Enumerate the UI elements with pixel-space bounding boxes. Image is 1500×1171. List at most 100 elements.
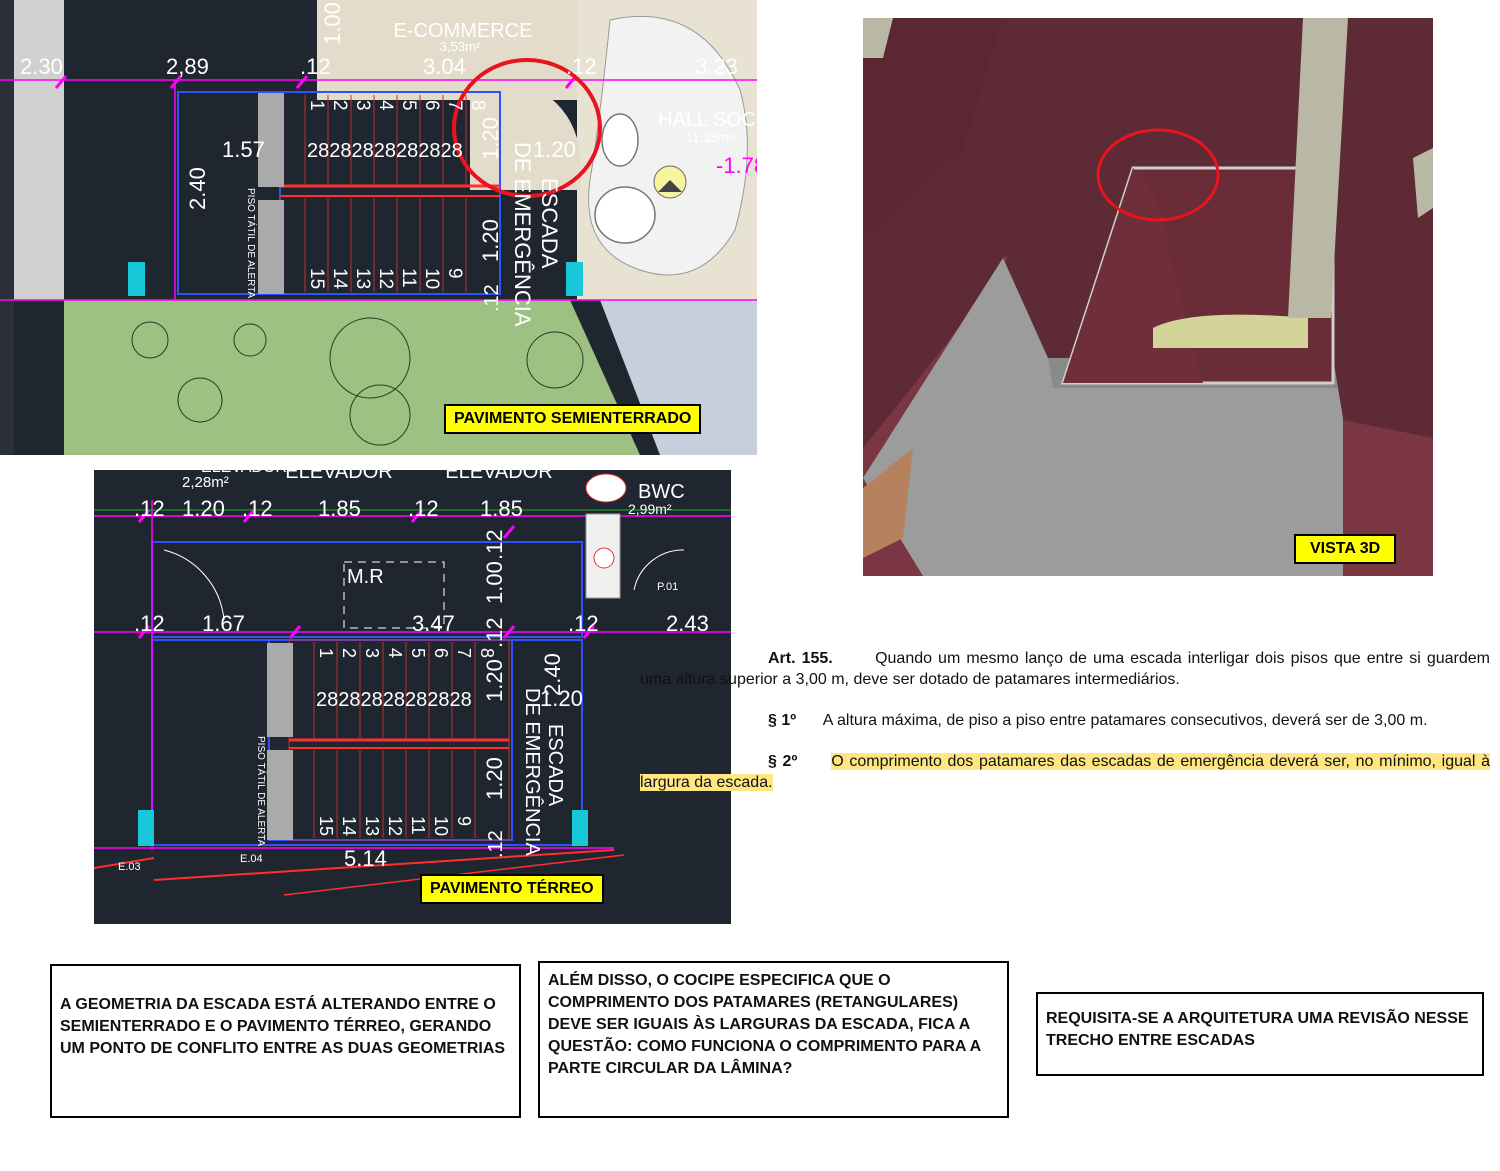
e03-label: E.03 [118,861,141,873]
dim-e: .12 [408,496,439,521]
step-number: 8 [467,100,488,111]
terreo-tactile: PISO TÁTIL DE ALERTA [255,736,268,847]
dim-120b: 1.20 [478,117,503,160]
step-number: 3 [362,648,382,658]
step-number: 12 [385,816,405,836]
dim-323: 3.23 [695,54,738,79]
paragraph-2-number: § 2º [768,753,798,770]
tactile-label: PISO TÁTIL DE ALERTA [245,188,258,299]
note-2-text: ALÉM DISSO, O COCIPE ESPECIFICA QUE O CO… [548,972,981,1077]
step-number: 6 [431,648,451,658]
dim-g: .12 [482,529,507,560]
note-cocipe: ALÉM DISSO, O COCIPE ESPECIFICA QUE O CO… [538,961,1009,1118]
note-1-text: A GEOMETRIA DA ESCADA ESTÁ ALTERANDO ENT… [60,996,506,1057]
dim-l1: .12 [134,611,165,636]
room-ecommerce-area: 3,53m² [440,39,481,54]
dim-304: 3.04 [423,54,466,79]
step-number: 4 [385,648,405,658]
label-vista-3d: VISTA 3D [1294,534,1397,564]
paragraph-1-number: § 1º [768,712,797,729]
step-number: 11 [408,816,428,835]
tread-dims: 28282828282828 [307,140,463,162]
terreo-stair-label-1: ESCADA [544,724,566,807]
dim-q: 1.20 [482,757,507,800]
step-number: 9 [444,268,465,279]
step-number: 15 [316,816,336,836]
dim-b: 1.20 [182,496,225,521]
dim-12a: .12 [300,54,331,79]
area-small: 2,28m² [182,474,229,491]
step-number: 3 [352,100,373,111]
step-number: 10 [421,268,442,289]
terreo-stair-label-2: DE EMERGÊNCIA [521,688,544,856]
dim-j: 1.67 [202,611,245,636]
dim-k: 3.47 [412,611,455,636]
dim-c: .12 [242,496,273,521]
dim-120c: 1.20 [478,219,503,262]
e04-label: E.04 [240,853,263,865]
bwc-area: 2,99m² [628,501,672,517]
stair-label-1: ESCADA [537,178,562,269]
step-number: 14 [339,816,359,836]
step-number: 8 [477,648,497,658]
terreo-plan: ELEVADOR ELEVADOR ELEVADOR 2,28m² BWC 2,… [94,470,731,924]
step-number: 5 [398,100,419,111]
note-geometry-conflict: A GEOMETRIA DA ESCADA ESTÁ ALTERANDO ENT… [50,964,521,1118]
step-number: 4 [375,100,396,111]
label-terreo: PAVIMENTO TÉRREO [420,874,604,904]
step-number: 2 [329,100,350,111]
step-number: 11 [398,268,419,288]
step-number: 1 [316,648,336,658]
dim-f: 1.85 [480,496,523,521]
p01-label: P.01 [657,581,678,593]
mr-label: M.R [347,566,384,588]
dim-h: 1.00 [482,561,507,604]
dim-r: .12 [485,830,507,858]
label-semienterrado: PAVIMENTO SEMIENTERRADO [444,404,702,434]
step-number: 14 [329,268,350,290]
dim-289: 2,89 [166,54,209,79]
dim-230: 2.30 [20,54,63,79]
dim-o: 1.20 [540,686,583,711]
dim-12b: .12 [566,54,597,79]
step-number: 15 [306,268,327,289]
dim-m: 2.43 [666,611,709,636]
elevador-2: ELEVADOR [445,470,552,483]
step-number: 12 [375,268,396,289]
level-mark: -1.78 [716,153,757,178]
stair-label-2: DE EMERGÊNCIA [510,142,535,327]
paragraph-1-text: A altura máxima, de piso a piso entre pa… [822,712,1428,729]
step-number: 6 [421,100,442,111]
semienterrado-plan: E-COMMERCE 3,53m² HALL SOCIA 11,35m² -1.… [0,0,757,455]
elevador-1b: ELEVADOR [285,470,392,483]
dim-p: 1.20 [482,659,507,702]
room-hall-area: 11,35m² [686,130,733,145]
step-number: 9 [454,816,474,826]
dim-n: 2.40 [540,653,565,696]
step-number: 7 [454,648,474,658]
dim-d: 1.85 [318,496,361,521]
dim-12c: .12 [481,284,503,312]
step-number: 2 [339,648,359,658]
step-number: 5 [408,648,428,658]
dim-s: 5.14 [344,846,387,871]
dim-157: 1.57 [222,137,265,162]
dim-120: 1.20 [533,137,576,162]
vista-3d-render [863,18,1433,576]
room-hall: HALL SOCIA [658,109,757,131]
art-text: Quando um mesmo lanço de uma escada inte… [640,650,1490,688]
step-number: 13 [362,816,382,836]
note-revision-request: REQUISITA-SE A ARQUITETURA UMA REVISÃO N… [1036,992,1484,1076]
dim-240: 2.40 [185,167,210,210]
dim-a: .12 [134,496,165,521]
art-number: Art. 155. [768,650,833,667]
step-number: 7 [444,100,465,111]
dim-l: .12 [568,611,599,636]
step-number: 1 [306,100,327,111]
bwc-label: BWC [638,481,685,503]
step-number: 13 [352,268,373,289]
step-number: 10 [431,816,451,836]
law-excerpt: Art. 155. Quando um mesmo lanço de uma e… [640,648,1491,813]
tread-dims-terreo: 28282828282828 [316,689,472,711]
dim-100: 1.00 [320,2,345,45]
